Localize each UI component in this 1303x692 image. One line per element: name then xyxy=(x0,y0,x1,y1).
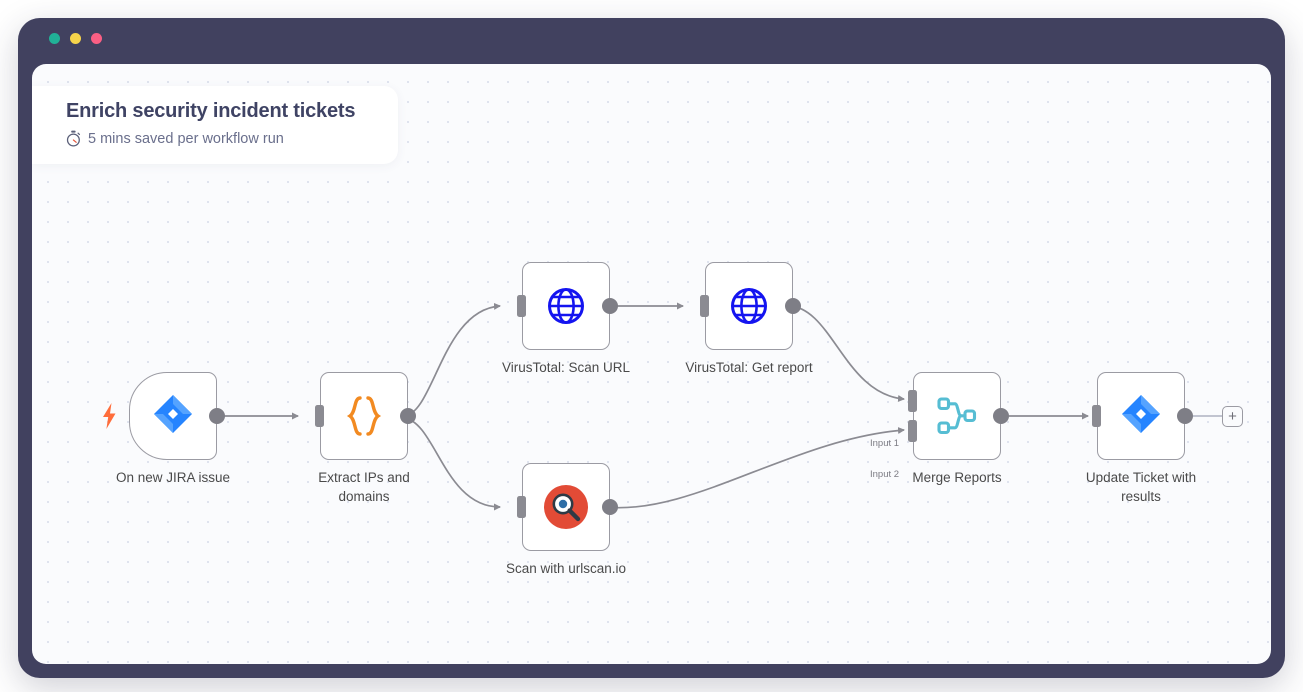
node-label: Update Ticket with results xyxy=(1085,470,1197,504)
node-label: VirusTotal: Scan URL xyxy=(501,360,631,375)
input-port[interactable] xyxy=(517,496,526,518)
page-title: Enrich security incident tickets xyxy=(66,100,356,122)
output-port[interactable] xyxy=(785,298,801,314)
minimize-window-button[interactable] xyxy=(70,33,81,44)
node-label: Merge Reports xyxy=(912,470,1002,485)
edge-urlscan-to-merge xyxy=(604,426,905,509)
input-port-1[interactable] xyxy=(908,389,917,412)
node-virustotal-get-report[interactable]: VirusTotal: Get report xyxy=(685,262,813,375)
window-titlebar xyxy=(18,18,1285,64)
node-extract-ips-and-domains[interactable]: Extract IPs and domains xyxy=(315,372,416,504)
input-port[interactable] xyxy=(1092,405,1101,427)
close-window-button[interactable] xyxy=(49,33,60,44)
node-label: VirusTotal: Get report xyxy=(685,360,813,375)
node-label: On new JIRA issue xyxy=(115,470,231,485)
workflow-canvas[interactable]: Enrich security incident tickets 5 mins … xyxy=(32,64,1271,664)
maximize-window-button[interactable] xyxy=(91,33,102,44)
input-port[interactable] xyxy=(700,295,709,317)
jira-icon xyxy=(1122,395,1160,433)
output-port[interactable] xyxy=(400,408,416,424)
merge-input-1-label: Input 1 xyxy=(870,438,900,449)
node-merge-reports[interactable]: Merge Reports xyxy=(908,372,1009,485)
time-saved-label: 5 mins saved per workflow run xyxy=(88,130,284,147)
output-port[interactable] xyxy=(1177,408,1193,424)
input-port[interactable] xyxy=(315,405,324,427)
time-saved-row: 5 mins saved per workflow run xyxy=(66,130,378,147)
stopwatch-icon xyxy=(66,130,81,147)
node-update-ticket-with-results[interactable]: Update Ticket with results xyxy=(1086,372,1196,504)
node-label: Scan with urlscan.io xyxy=(505,561,627,576)
merge-input-2-label: Input 2 xyxy=(870,469,900,480)
node-virustotal-scan-url[interactable]: VirusTotal: Scan URL xyxy=(502,262,630,375)
app-window: Enrich security incident tickets 5 mins … xyxy=(18,18,1285,678)
lightning-bolt-icon xyxy=(103,403,116,429)
edge-vtreport-to-merge xyxy=(787,305,905,402)
add-node-button[interactable]: + xyxy=(1222,406,1243,427)
output-port[interactable] xyxy=(602,499,618,515)
globe-icon xyxy=(548,288,584,324)
node-label: Extract IPs and domains xyxy=(318,470,410,504)
workflow-info-card: Enrich security incident tickets 5 mins … xyxy=(32,86,398,164)
input-port-2[interactable] xyxy=(908,420,917,443)
code-braces-icon xyxy=(346,396,382,436)
output-port[interactable] xyxy=(602,298,618,314)
jira-icon xyxy=(154,395,192,433)
input-port[interactable] xyxy=(517,295,526,317)
output-port[interactable] xyxy=(993,408,1009,424)
merge-icon xyxy=(937,397,977,435)
node-scan-with-urlscan-io[interactable]: Scan with urlscan.io xyxy=(506,463,626,576)
urlscan-magnifier-icon xyxy=(544,485,588,529)
node-on-new-jira-issue[interactable]: On new JIRA issue xyxy=(103,372,230,485)
output-port[interactable] xyxy=(209,408,225,424)
globe-icon xyxy=(731,288,767,324)
traffic-lights xyxy=(49,33,102,44)
